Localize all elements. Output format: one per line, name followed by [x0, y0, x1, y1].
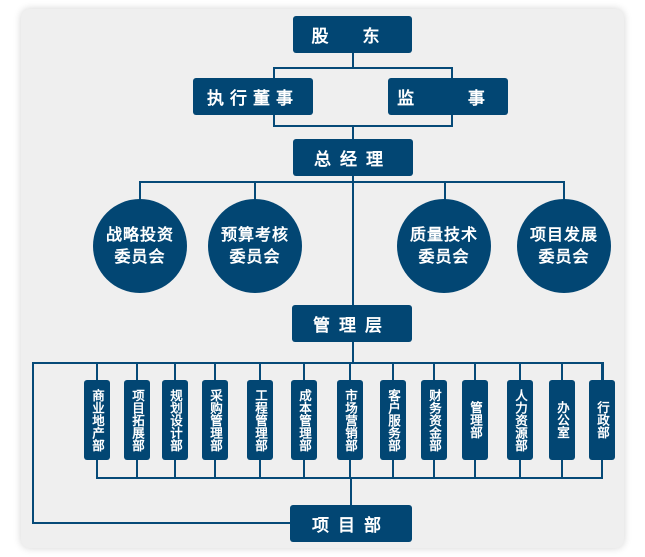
- department-node[interactable]: 项目拓展部: [124, 380, 150, 460]
- connector: [139, 181, 565, 183]
- department-node[interactable]: 采购管理部: [202, 380, 228, 460]
- committee-label: 委员会: [229, 247, 281, 266]
- connector: [519, 460, 521, 478]
- department-node[interactable]: 管理部: [462, 380, 488, 460]
- connector: [174, 363, 176, 380]
- connector: [561, 460, 563, 478]
- connector: [32, 362, 604, 364]
- supervisor-node[interactable]: 监 事: [388, 78, 508, 115]
- shareholders-node[interactable]: 股 东: [293, 16, 412, 53]
- connector: [474, 460, 476, 478]
- connector: [601, 460, 603, 478]
- committee-strategy-investment[interactable]: 战略投资 委员会: [93, 199, 187, 293]
- committee-label: 委员会: [418, 247, 470, 266]
- committee-quality-technology[interactable]: 质量技术 委员会: [397, 199, 491, 293]
- department-node[interactable]: 商业地产部: [84, 380, 110, 460]
- connector: [352, 125, 354, 139]
- connector: [136, 363, 138, 380]
- department-node[interactable]: 财务资金部: [421, 380, 447, 460]
- connector: [214, 460, 216, 478]
- connector: [174, 460, 176, 478]
- management-node[interactable]: 管理层: [292, 305, 412, 342]
- department-node[interactable]: 市场营销部: [337, 380, 363, 460]
- executive-director-node[interactable]: 执行董事: [193, 78, 313, 115]
- connector: [601, 363, 603, 380]
- connector: [259, 363, 261, 380]
- connector: [32, 362, 34, 524]
- connector: [96, 477, 603, 479]
- committee-label: 质量技术: [409, 225, 478, 244]
- connector: [96, 363, 98, 380]
- department-node[interactable]: 成本管理部: [291, 380, 317, 460]
- committee-project-development[interactable]: 项目发展 委员会: [517, 199, 611, 293]
- committee-label: 委员会: [114, 247, 166, 266]
- department-node[interactable]: 行政部: [589, 380, 615, 460]
- connector: [273, 67, 453, 69]
- connector: [254, 181, 256, 201]
- connector: [32, 522, 290, 524]
- committee-label: 委员会: [538, 247, 590, 266]
- connector: [303, 460, 305, 478]
- committee-label: 项目发展: [529, 225, 598, 244]
- connector: [602, 362, 604, 380]
- connector: [214, 363, 216, 380]
- connector: [352, 342, 354, 364]
- connector: [352, 176, 354, 305]
- department-node[interactable]: 工程管理部: [247, 380, 273, 460]
- connector: [303, 363, 305, 380]
- connector: [273, 125, 453, 127]
- connector: [433, 363, 435, 380]
- connector: [349, 363, 351, 380]
- department-node[interactable]: 办公室: [549, 380, 575, 460]
- project-department-node[interactable]: 项目部: [290, 505, 412, 542]
- connector: [96, 460, 98, 478]
- committee-budget-assessment[interactable]: 预算考核 委员会: [208, 199, 302, 293]
- committee-label: 战略投资: [105, 225, 174, 244]
- connector: [451, 67, 453, 78]
- connector: [352, 53, 354, 68]
- general-manager-node[interactable]: 总经理: [293, 139, 413, 176]
- connector: [474, 363, 476, 380]
- connector: [273, 67, 275, 78]
- connector: [349, 460, 351, 478]
- department-node[interactable]: 规划设计部: [162, 380, 188, 460]
- connector: [139, 181, 141, 201]
- department-node[interactable]: 人力资源部: [507, 380, 533, 460]
- connector: [273, 115, 275, 127]
- connector: [561, 363, 563, 380]
- connector: [392, 363, 394, 380]
- connector: [444, 181, 446, 201]
- connector: [350, 477, 352, 505]
- connector: [451, 115, 453, 127]
- connector: [563, 181, 565, 201]
- connector: [136, 460, 138, 478]
- connector: [259, 460, 261, 478]
- connector: [392, 460, 394, 478]
- committee-label: 预算考核: [220, 225, 289, 244]
- department-node[interactable]: 客户服务部: [380, 380, 406, 460]
- connector: [519, 363, 521, 380]
- connector: [433, 460, 435, 478]
